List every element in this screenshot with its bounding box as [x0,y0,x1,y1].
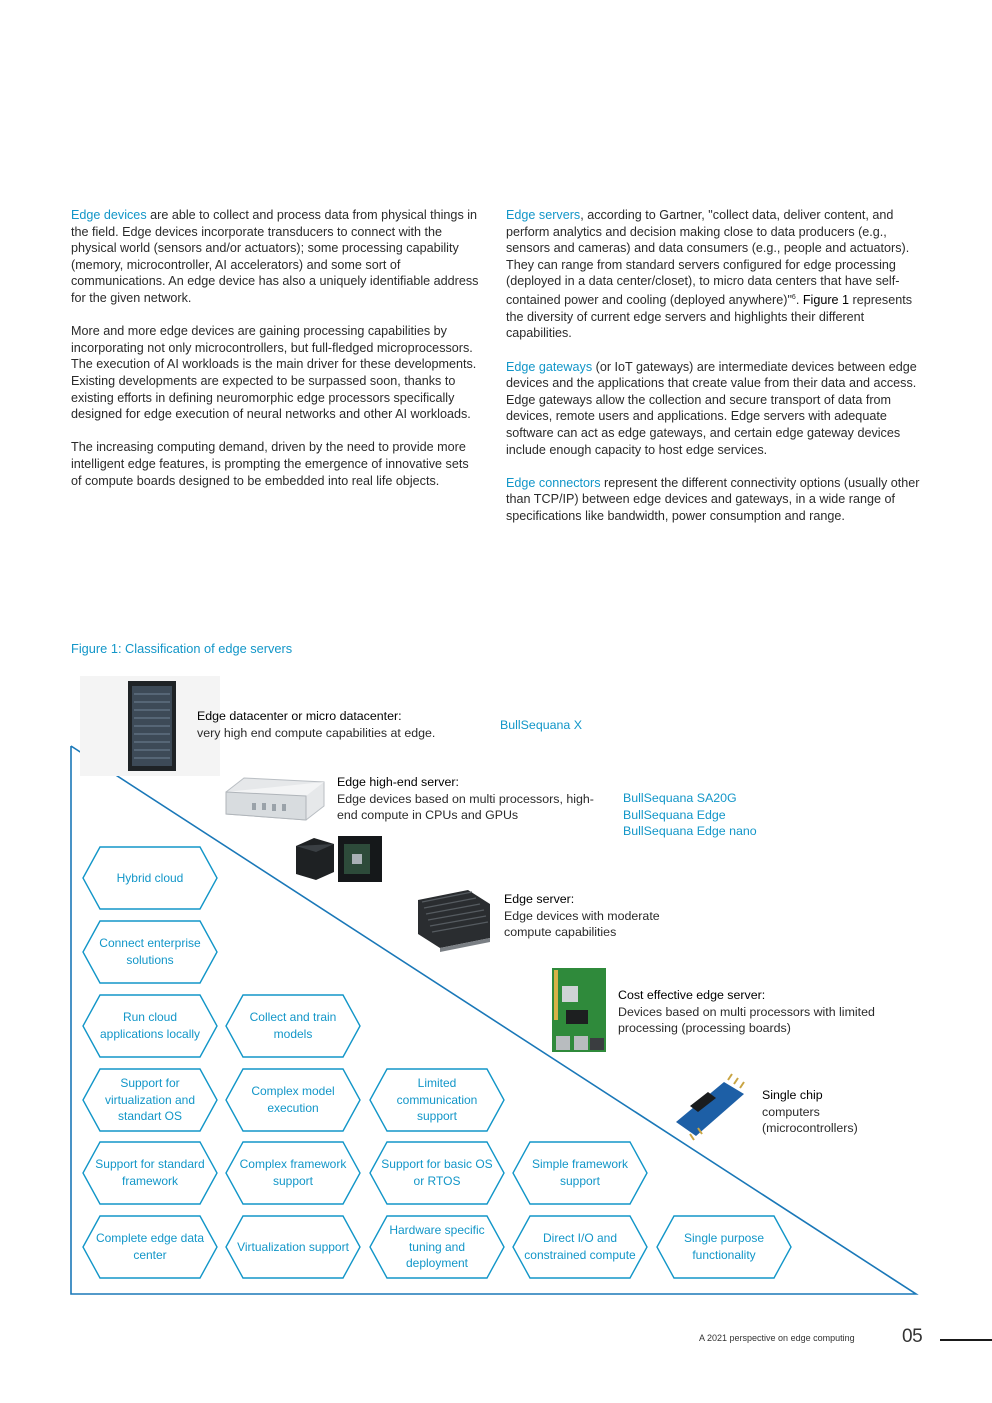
tier-description: computers (microcontrollers) [762,1104,858,1136]
capability-hex: Support for basic OS or RTOS [369,1141,505,1205]
paragraph-text: represent the different connectivity opt… [506,475,920,523]
capability-label: Direct I/O and constrained compute [524,1231,636,1262]
term-edge-devices: Edge devices [71,208,147,222]
capability-hex: Hardware specific tuning and deployment [369,1215,505,1279]
tier-description: Devices based on multi processors with l… [618,1004,875,1036]
paragraph-processing: More and more edge devices are gaining p… [71,324,477,422]
capability-label: Simple framework support [531,1157,629,1188]
tier-label-edge-server: Edge server: Edge devices with moderate … [504,891,684,941]
term-edge-servers: Edge servers [506,208,581,222]
microcontroller-image [676,1073,745,1141]
term-edge-gateways: Edge gateways [506,359,593,374]
capability-label: Hardware specific tuning and deployment [389,1223,485,1271]
capability-hex: Single purpose functionality [656,1215,792,1279]
tier-description: Edge devices with moderate compute capab… [504,908,660,940]
capability-hex: Complex model execution [225,1068,361,1132]
capability-hex: Run cloud applications locally [82,994,218,1058]
tier-heading: Single chip [762,1088,823,1102]
rack-image [80,676,220,776]
processing-board-image [552,968,606,1052]
paragraph-edge-servers: Edge servers, according to Gartner, "col… [506,207,922,342]
capability-label: Run cloud applications locally [99,1010,201,1041]
tier-products-datacenter: BullSequana X [500,717,582,734]
capability-label: Limited communication support [396,1076,478,1124]
term-edge-connectors: Edge connectors [506,475,601,490]
tier-heading: Edge server: [504,892,575,906]
classification-triangle [70,745,919,1295]
figure-title: Figure 1: Classification of edge servers [71,641,293,656]
paragraph-text: represents the diversity of current edge… [506,293,913,341]
high-end-server-image [225,777,325,821]
paragraph-edge-gateways: Edge gateways (or IoT gateways) are inte… [506,359,922,459]
capability-hex: Hybrid cloud [82,846,218,910]
page-number: 05 [902,1326,923,1347]
footer-rule [940,1339,992,1341]
paragraph-text: are able to collect and process data fro… [71,208,479,305]
paragraph-text: , according to Gartner, "collect data, d… [506,208,910,308]
capability-label: Complex model execution [251,1084,335,1115]
tier-description: very high end compute capabilities at ed… [197,725,436,740]
figure-reference[interactable]: Figure 1 [802,293,850,308]
edge-box-images [296,836,382,882]
paragraph-text: . [795,293,803,308]
capability-hex: Complete edge data center [82,1215,218,1279]
capability-hex: Collect and train models [225,994,361,1058]
paragraph-edge-connectors: Edge connectors represent the different … [506,475,922,525]
left-column: Edge devices are able to collect and pro… [71,207,481,506]
paragraph-text: (or IoT gateways) are intermediate devic… [506,359,917,457]
capability-label: Complex framework support [239,1157,347,1188]
tier-label-cost-effective: Cost effective edge server: Devices base… [618,987,878,1037]
footer-doc-title: A 2021 perspective on edge computing [699,1333,855,1343]
capability-label: Hybrid cloud [116,870,184,885]
tier-products-high-end: BullSequana SA20G BullSequana Edge BullS… [623,790,757,840]
capability-label: Support for standard framework [95,1157,205,1188]
right-column: Edge servers, according to Gartner, "col… [506,207,922,541]
tier-label-high-end: Edge high-end server: Edge devices based… [337,774,597,824]
product-name: BullSequana Edge nano [623,824,757,839]
capability-hex: Simple framework support [512,1141,648,1205]
paragraph-computing-demand: The increasing computing demand, driven … [71,440,469,488]
capability-hex: Virtualization support [225,1215,361,1279]
capability-hex: Complex framework support [225,1141,361,1205]
tier-heading: Edge datacenter or micro datacenter: [197,709,402,723]
capability-label: Support for virtualization and standart … [104,1076,196,1124]
edge-server-image [418,890,490,952]
footnote-ref[interactable]: 6 [791,293,796,301]
tier-label-datacenter: Edge datacenter or micro datacenter: ver… [197,708,477,741]
capability-hex: Direct I/O and constrained compute [512,1215,648,1279]
capability-label: Collect and train models [249,1010,337,1041]
tier-label-single-chip: Single chip computers (microcontrollers) [762,1087,872,1137]
tier-heading: Cost effective edge server: [618,988,766,1002]
tier-description: Edge devices based on multi processors, … [337,791,594,823]
capability-hex: Support for standard framework [82,1141,218,1205]
tier-heading: Edge high-end server: [337,775,459,789]
capability-label: Virtualization support [237,1239,349,1254]
capability-label: Complete edge data center [95,1231,205,1262]
capability-hex: Limited communication support [369,1068,505,1132]
paragraph-edge-devices: Edge devices are able to collect and pro… [71,207,481,307]
capability-hex: Support for virtualization and standart … [82,1068,218,1132]
product-name: BullSequana X [500,718,582,732]
capability-label: Single purpose functionality [683,1231,765,1262]
product-name: BullSequana SA20G [623,791,737,805]
capability-label: Support for basic OS or RTOS [381,1157,493,1188]
capability-label: Connect enterprise solutions [99,936,201,967]
product-name: BullSequana Edge [623,807,726,822]
capability-hex: Connect enterprise solutions [82,920,218,984]
